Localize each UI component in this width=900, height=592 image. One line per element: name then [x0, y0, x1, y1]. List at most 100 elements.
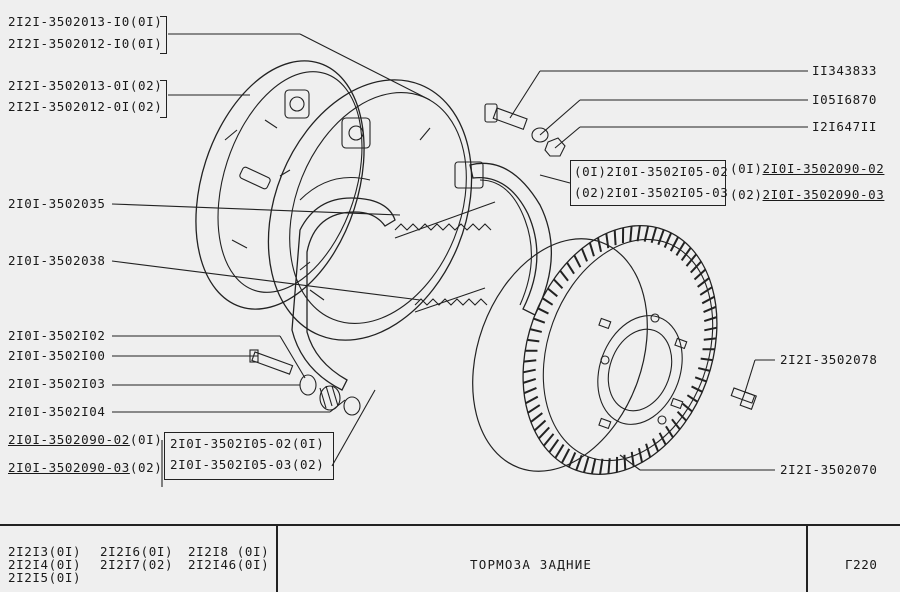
callout-label[interactable]: 2I0I-3502035 [8, 197, 106, 211]
drum-fin [704, 317, 717, 321]
drum-fin [660, 433, 666, 445]
callout-label[interactable]: (0I)2I0I-3502I05-02 [574, 165, 728, 179]
drum-fin [606, 233, 608, 248]
drum-fin [704, 338, 716, 339]
drum-fin [700, 287, 712, 295]
drum-fin [542, 298, 552, 305]
callout-label[interactable]: 2I2I-3502078 [780, 353, 878, 367]
drum-fin [524, 388, 536, 393]
callout-label[interactable]: 2I0I-3502I05-03(02) [170, 458, 324, 472]
drum-fin [569, 452, 575, 467]
drum-fin [695, 377, 706, 381]
drum-fin [698, 368, 710, 371]
drum-fin [554, 279, 563, 288]
part-number: 2I0I-3502090-02 [763, 161, 885, 176]
drum-fin [555, 445, 563, 458]
drum-fin [590, 243, 594, 257]
callout-label[interactable]: 2I0I-3502090-02(0I) [8, 433, 162, 447]
part-number: 2I0I-3502090-03 [763, 187, 885, 202]
drum-fin [704, 328, 717, 331]
callout-label[interactable]: 2I2I-3502013-I0(0I) [8, 15, 162, 29]
callout-label[interactable]: 2I2I-3502012-0I(02) [8, 100, 162, 114]
callout-label[interactable]: 2I0I-3502I02 [8, 329, 106, 343]
drum-fin [528, 405, 540, 413]
drum-fin [701, 359, 713, 360]
drum-fin [531, 413, 542, 422]
model-code: 2I2I3(0I) [8, 546, 81, 557]
callout-label[interactable]: 2I2I-3502070 [780, 463, 878, 477]
drum-fin [527, 340, 539, 341]
model-code: 2I2I46(0I) [188, 559, 269, 570]
model-code: 2I2I4(0I) [8, 559, 81, 570]
drum-fin [682, 248, 691, 261]
callout-label[interactable]: 2I0I-3502038 [8, 254, 106, 268]
drum-fin [630, 226, 631, 242]
callout-label[interactable]: 2I0I-3502I05-02(0I) [170, 437, 324, 451]
drum-fin [608, 458, 609, 474]
drum-fin [539, 427, 549, 438]
drum-fin [639, 448, 642, 462]
model-code: 2I2I6(0I) [100, 546, 173, 557]
variant-code: (0I) [130, 432, 163, 447]
title-block: 2I2I3(0I) 2I2I6(0I) 2I2I8 (0I) 2I2I4(0I)… [0, 524, 900, 592]
part-number: 2I0I-3502090-02 [8, 432, 130, 447]
bracket [160, 16, 167, 54]
drum-fin [535, 421, 546, 431]
drum-fin [523, 370, 536, 373]
callout-label[interactable]: 2I0I-3502I00 [8, 349, 106, 363]
drum-fin [671, 237, 678, 251]
variant-code: (0I) [730, 161, 763, 176]
callout-label[interactable]: (02)2I0I-3502090-03 [730, 188, 884, 202]
drum-fin [646, 444, 650, 458]
drum-fin [598, 238, 601, 252]
drum-fin [600, 459, 602, 475]
callout-label[interactable]: (02)2I0I-3502I05-03 [574, 186, 728, 200]
callout-label[interactable]: 2I2I-3502013-0I(02) [8, 79, 162, 93]
drum-fin [624, 455, 625, 470]
model-code: 2I2I5(0I) [8, 572, 81, 583]
drum-fin [538, 308, 549, 313]
drum-fin [549, 440, 558, 453]
drum-fin [574, 255, 580, 267]
drum-fin [544, 434, 554, 446]
drum-fin [523, 379, 536, 383]
bracket [160, 80, 167, 118]
drum-fin [560, 271, 568, 281]
part-number: 2I0I-3502090-03 [8, 460, 130, 475]
drum-fin [638, 226, 640, 242]
callout-label[interactable]: (0I)2I0I-3502090-02 [730, 162, 884, 176]
drum-fin [534, 319, 545, 323]
drum-fin [584, 457, 588, 472]
callout-label[interactable]: II343833 [812, 64, 877, 78]
drum-fin [582, 249, 587, 262]
drum-fin [576, 455, 581, 470]
callout-label[interactable]: I2I647II [812, 120, 877, 134]
sheet-code: Г220 [845, 559, 878, 570]
drum-fin [567, 263, 574, 274]
drum-fin [658, 230, 663, 245]
divider [806, 526, 808, 592]
drum-fin [666, 426, 673, 437]
drum-fin [562, 449, 569, 463]
drum-fin [526, 397, 538, 404]
callout-label[interactable]: 2I2I-3502012-I0(0I) [8, 37, 162, 51]
drum-fin [592, 458, 595, 474]
drum-fin [548, 288, 557, 296]
drum-fin [702, 297, 714, 304]
drum-fin [665, 233, 671, 248]
callout-label[interactable]: 2I0I-3502090-03(02) [8, 461, 162, 475]
drum-fin [524, 360, 536, 361]
model-code: 2I2I8 (0I) [188, 546, 269, 557]
variant-code: (02) [730, 187, 763, 202]
sheet-title: ТОРМОЗА ЗАДНИЕ [470, 559, 592, 570]
callout-label[interactable]: 2I0I-3502I04 [8, 405, 106, 419]
divider [276, 526, 278, 592]
drum-fin [704, 307, 716, 312]
variant-code: (02) [130, 460, 163, 475]
model-code: 2I2I7(02) [100, 559, 173, 570]
drum-fin [530, 329, 542, 332]
callout-label[interactable]: 2I0I-3502I03 [8, 377, 106, 391]
callout-label[interactable]: I05I6870 [812, 93, 877, 107]
drum-fin [615, 230, 616, 245]
